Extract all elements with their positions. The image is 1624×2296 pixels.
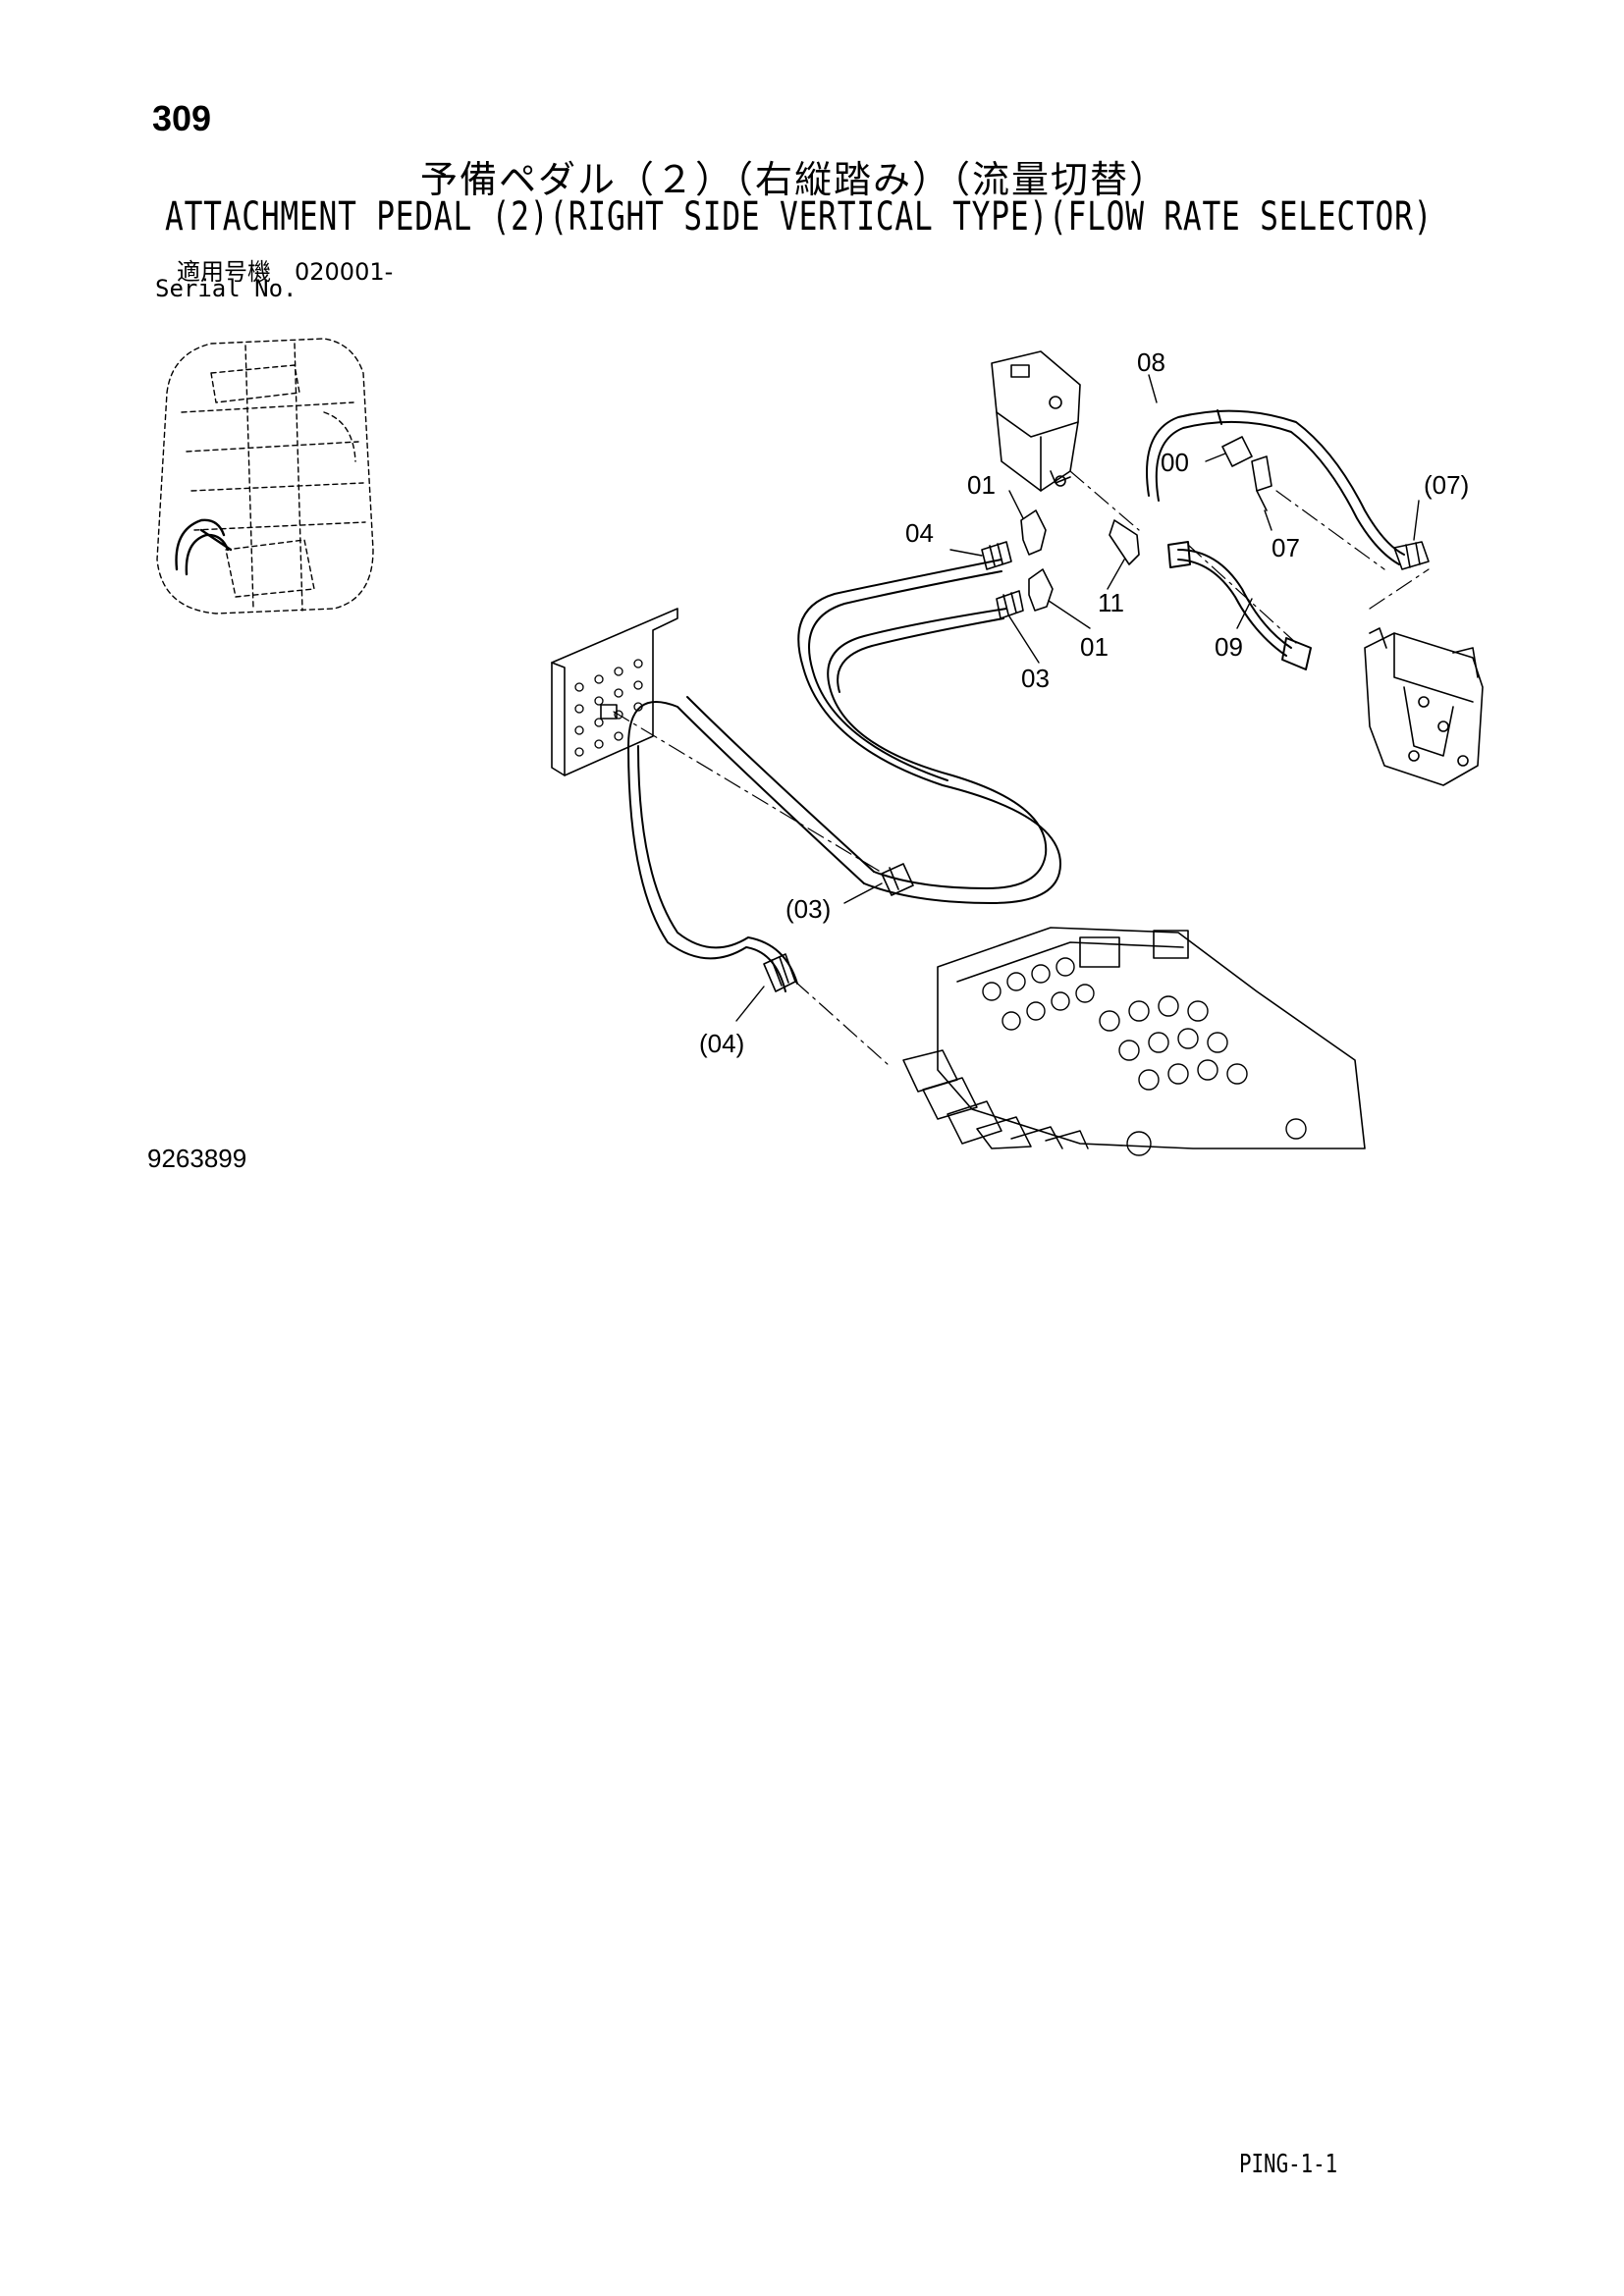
control-valve-block [902, 927, 1366, 1156]
callout-00: 00 [1161, 448, 1189, 477]
callout-08: 08 [1137, 347, 1165, 377]
pedal-valve [991, 350, 1081, 492]
callout-01-upper: 01 [967, 470, 996, 500]
elbows-01 [1020, 509, 1054, 612]
serial-label-japanese: 適用号機 020001- [177, 258, 394, 286]
title-english: ATTACHMENT PEDAL (2)(RIGHT SIDE VERTICAL… [165, 194, 1434, 240]
callout-07-parenthesized: (07) [1424, 470, 1469, 500]
hoses-03-04 [627, 559, 1061, 992]
callout-07: 07 [1272, 533, 1300, 562]
callout-leaders [735, 374, 1420, 1022]
hose-08 [1146, 409, 1405, 565]
fitting-03-lower [881, 863, 914, 896]
callout-11: 11 [1098, 588, 1124, 617]
fitting-07-right [1393, 541, 1430, 570]
page-code: PING-1-1 [1239, 2150, 1338, 2179]
mounting-plate [551, 608, 678, 776]
cab-inset-illustration [156, 338, 374, 614]
page-number: 309 [152, 98, 212, 138]
selector-valve-bracket [1364, 627, 1484, 786]
callout-04: 04 [905, 518, 934, 548]
callout-03: 03 [1021, 664, 1050, 693]
callout-04-parenthesized: (04) [699, 1029, 744, 1058]
fittings-03-04-upper [981, 541, 1024, 619]
drawing-number: 9263899 [147, 1144, 247, 1173]
chain-lines [613, 470, 1430, 1066]
fittings-00-07 [1221, 436, 1272, 511]
callout-03-parenthesized: (03) [785, 894, 831, 924]
callout-09: 09 [1215, 632, 1243, 662]
serial-label-english: Serial No. [155, 275, 298, 302]
callout-01-lower: 01 [1080, 632, 1109, 662]
title-japanese: 予備ペダル（２）（右縦踏み）（流量切替） [420, 158, 1169, 201]
elbow-11 [1109, 519, 1140, 565]
pedal-highlight-inset [175, 518, 233, 576]
hose-09 [1167, 541, 1312, 670]
